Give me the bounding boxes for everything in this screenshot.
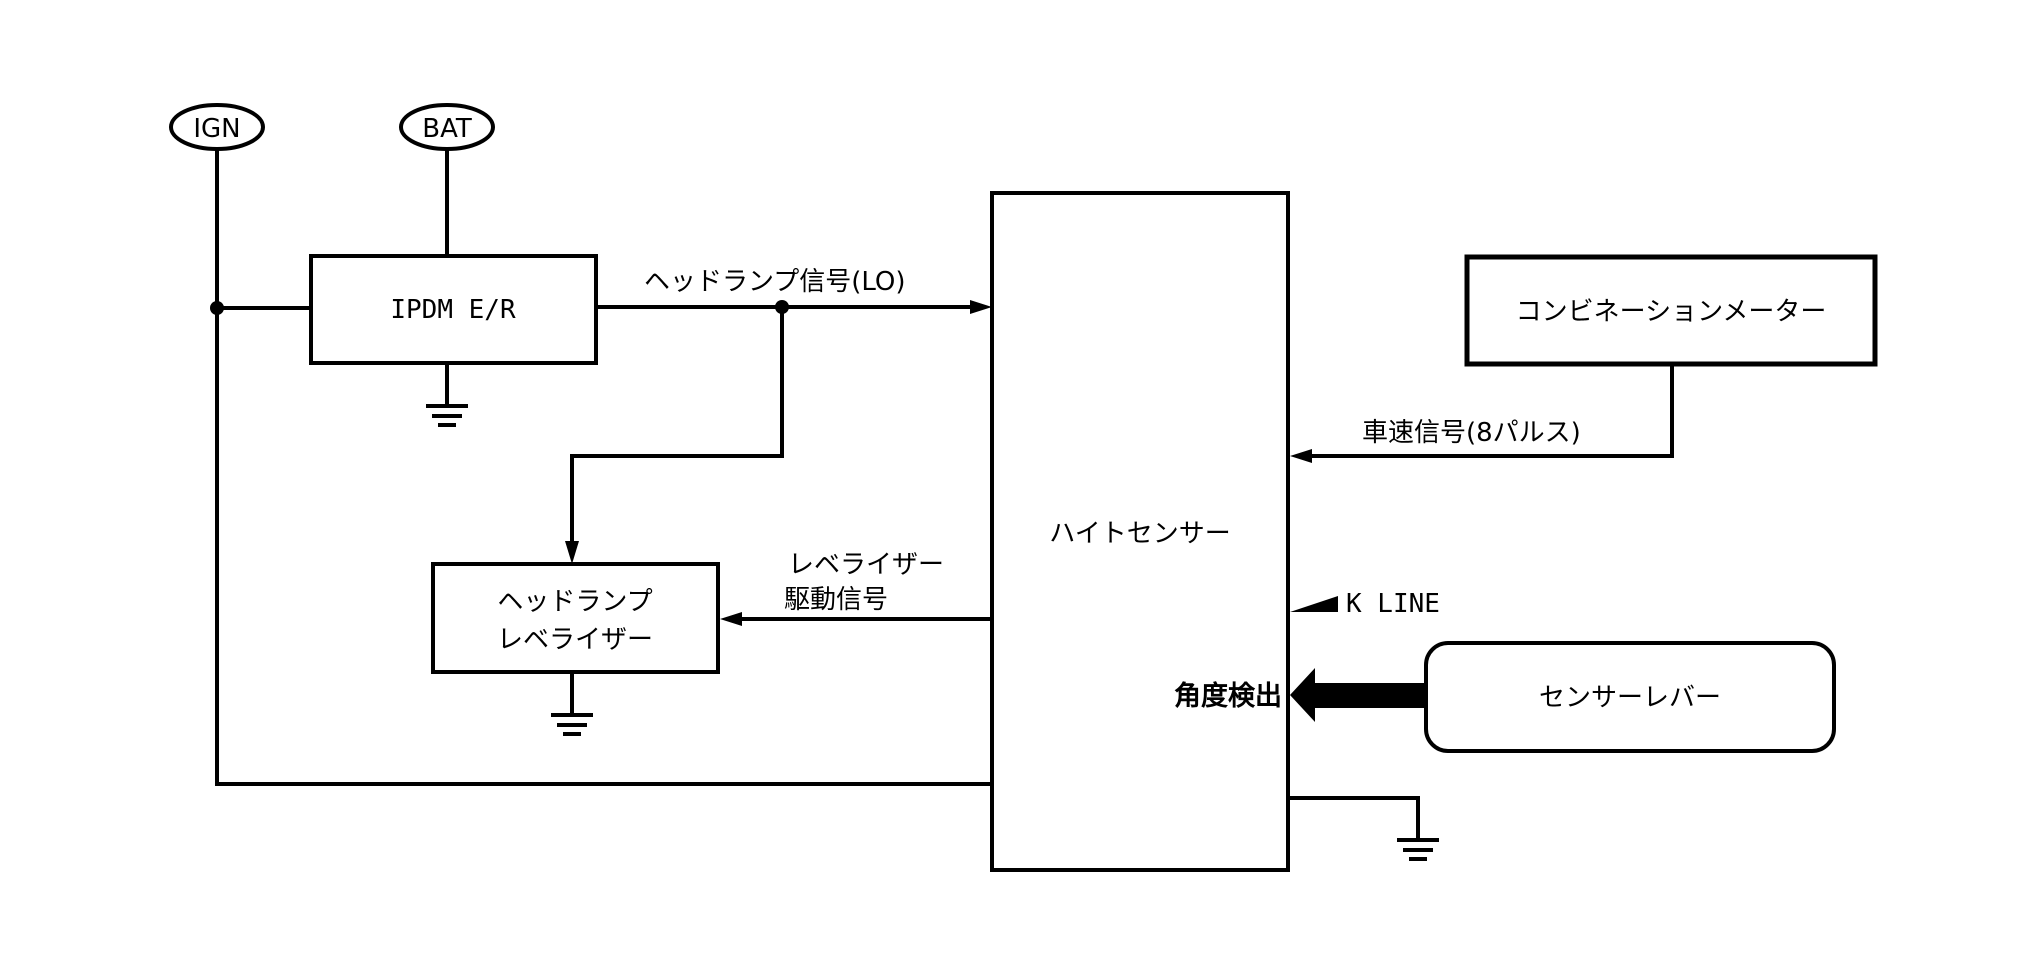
bat-source: BAT xyxy=(399,103,495,151)
bat-label: BAT xyxy=(422,114,472,144)
angle-input-arrow-icon xyxy=(1290,668,1428,722)
vehicle-speed-wire xyxy=(1308,362,1674,458)
k-line-connector-icon xyxy=(1290,596,1338,612)
sensor-lever-block: センサーレバー xyxy=(1424,641,1836,753)
ign-source: IGN xyxy=(169,103,265,151)
sensor-lever-box xyxy=(1424,641,1836,753)
combination-meter-box xyxy=(1464,254,1878,367)
vehicle-speed-arrow-icon xyxy=(1290,449,1312,463)
headlamp-leveler-box xyxy=(431,562,720,674)
headlamp-leveler-block: ヘッドランプ レベライザー xyxy=(431,562,720,674)
sensor-ground-wire xyxy=(1286,796,1420,842)
sensor-lever-label: センサーレバー xyxy=(1539,683,1721,713)
ign-wire xyxy=(215,147,997,786)
height-sensor-label: ハイトセンサー xyxy=(1049,519,1230,549)
headlamp-lo-signal-label: ヘッドランプ信号(LO) xyxy=(644,267,906,297)
combination-meter-label: コンビネーションメーター xyxy=(1516,297,1827,327)
combination-meter-block: コンビネーションメーター xyxy=(1464,254,1878,367)
ipdm-box xyxy=(309,254,598,365)
leveler-drive-label-line1: レベライザー xyxy=(788,550,944,580)
leveler-ground-icon xyxy=(551,670,593,736)
ipdm-block: IPDM E/R xyxy=(309,254,598,365)
headlamp-lo-branch-wire xyxy=(570,305,784,547)
leveler-input-arrow-icon xyxy=(565,541,579,564)
height-sensor-box xyxy=(990,191,1290,872)
height-sensor-block: ハイトセンサー 角度検出 xyxy=(990,191,1290,872)
sensor-ground-icon xyxy=(1397,838,1439,861)
k-line-label: K LINE xyxy=(1346,589,1440,619)
headlamp-leveler-label-line2: レベライザー xyxy=(497,625,653,655)
leveler-drive-label-line2: 駆動信号 xyxy=(784,585,888,615)
vehicle-speed-signal-label: 車速信号(8パルス) xyxy=(1362,418,1581,448)
headlamp-lo-arrow-icon xyxy=(970,300,992,314)
ign-label: IGN xyxy=(193,114,240,144)
headlamp-leveler-label-line1: ヘッドランプ xyxy=(497,587,652,617)
angle-detect-label: 角度検出 xyxy=(1174,680,1282,712)
leveler-drive-arrow-icon xyxy=(720,612,742,626)
ipdm-label: IPDM E/R xyxy=(390,295,516,325)
ipdm-ground-icon xyxy=(426,361,468,427)
